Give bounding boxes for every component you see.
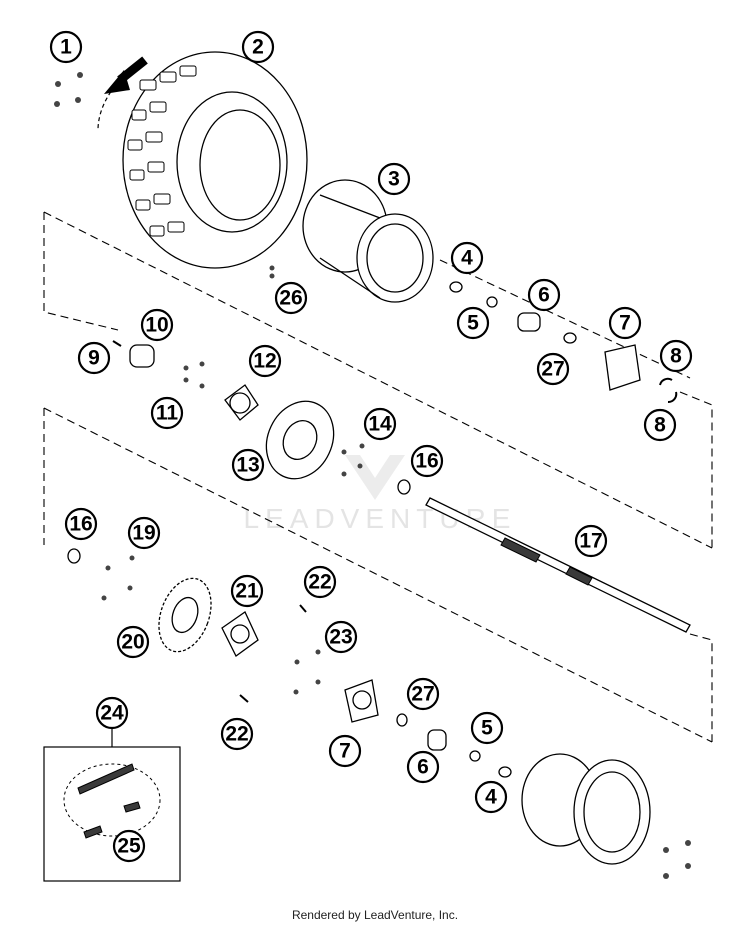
callout-6b: 6	[406, 750, 440, 784]
callout-17: 17	[574, 524, 608, 558]
sprocket-group	[67, 548, 259, 657]
svg-text:2: 2	[252, 36, 264, 59]
svg-text:7: 7	[619, 312, 631, 335]
svg-text:5: 5	[467, 312, 479, 335]
callout-8a: 8	[659, 339, 693, 373]
callout-16b: 16	[64, 507, 98, 541]
callout-4a: 4	[450, 241, 484, 275]
carrier-lower	[344, 679, 512, 778]
callout-3: 3	[377, 162, 411, 196]
svg-text:5: 5	[481, 717, 493, 740]
rim-lower	[521, 753, 651, 865]
callout-7a: 7	[608, 306, 642, 340]
wheel-nuts-lower	[663, 840, 691, 879]
svg-text:16: 16	[69, 513, 92, 536]
callout-23: 23	[324, 620, 358, 654]
axle	[425, 497, 691, 633]
callout-5a: 5	[456, 306, 490, 340]
o-ring-upper	[397, 479, 411, 495]
callout-24: 24	[95, 696, 129, 730]
svg-text:8: 8	[670, 345, 682, 368]
callout-21: 21	[230, 574, 264, 608]
svg-text:9: 9	[88, 347, 100, 370]
callout-20: 20	[116, 625, 150, 659]
svg-text:25: 25	[117, 835, 141, 858]
callout-22b: 22	[220, 717, 254, 751]
callout-19: 19	[127, 516, 161, 550]
svg-text:27: 27	[541, 358, 564, 381]
callout-9: 9	[77, 341, 111, 375]
svg-text:19: 19	[132, 522, 155, 545]
svg-text:6: 6	[538, 284, 550, 307]
callout-5b: 5	[470, 711, 504, 745]
callout-27a: 27	[536, 352, 570, 386]
svg-text:13: 13	[236, 454, 259, 477]
brake-disc	[265, 400, 335, 480]
svg-text:10: 10	[145, 314, 168, 337]
svg-text:21: 21	[235, 580, 259, 603]
svg-text:7: 7	[339, 740, 351, 763]
chain-inset	[43, 728, 181, 882]
rendered-by-footer: Rendered by LeadVenture, Inc.	[291, 908, 459, 922]
svg-text:17: 17	[579, 530, 602, 553]
assembly-guidelines	[43, 211, 713, 743]
fasteners-lower	[293, 649, 321, 695]
callout-6a: 6	[527, 278, 561, 312]
callout-26: 26	[274, 281, 308, 315]
valve-stem	[269, 265, 275, 279]
callout-22a: 22	[303, 565, 337, 599]
small-parts-upper	[449, 281, 678, 403]
callout-25: 25	[112, 829, 146, 863]
svg-text:4: 4	[485, 786, 497, 809]
svg-text:23: 23	[329, 626, 352, 649]
svg-text:16: 16	[415, 450, 438, 473]
svg-text:24: 24	[100, 702, 124, 725]
callout-4b: 4	[474, 780, 508, 814]
tire	[122, 51, 308, 269]
hub-group-left	[112, 340, 259, 421]
svg-text:6: 6	[417, 756, 429, 779]
fasteners-mid	[341, 443, 365, 477]
callout-14: 14	[363, 407, 397, 441]
svg-text:20: 20	[121, 631, 144, 654]
svg-text:8: 8	[654, 414, 666, 437]
callout-27b: 27	[406, 677, 440, 711]
callout-16a: 16	[410, 444, 444, 478]
svg-text:12: 12	[253, 350, 276, 373]
svg-text:26: 26	[279, 287, 302, 310]
callout-7b: 7	[328, 734, 362, 768]
svg-text:27: 27	[411, 683, 434, 706]
svg-text:22: 22	[225, 723, 248, 746]
rotation-arrow-icon	[97, 56, 148, 131]
callout-10: 10	[140, 308, 174, 342]
svg-text:11: 11	[156, 402, 179, 425]
wheel-nuts-upper	[54, 72, 83, 107]
callout-1: 1	[49, 30, 83, 64]
svg-text:22: 22	[308, 571, 331, 594]
clip-upper	[299, 604, 307, 613]
callout-2: 2	[241, 30, 275, 64]
callout-11: 11	[150, 396, 184, 430]
callout-13: 13	[231, 448, 265, 482]
svg-text:1: 1	[60, 36, 72, 59]
callout-8b: 8	[643, 408, 677, 442]
svg-text:3: 3	[388, 168, 400, 191]
svg-text:4: 4	[461, 247, 473, 270]
clip-lower	[239, 694, 249, 703]
svg-text:14: 14	[368, 413, 392, 436]
callout-12: 12	[248, 344, 282, 378]
rim-upper	[302, 179, 434, 303]
